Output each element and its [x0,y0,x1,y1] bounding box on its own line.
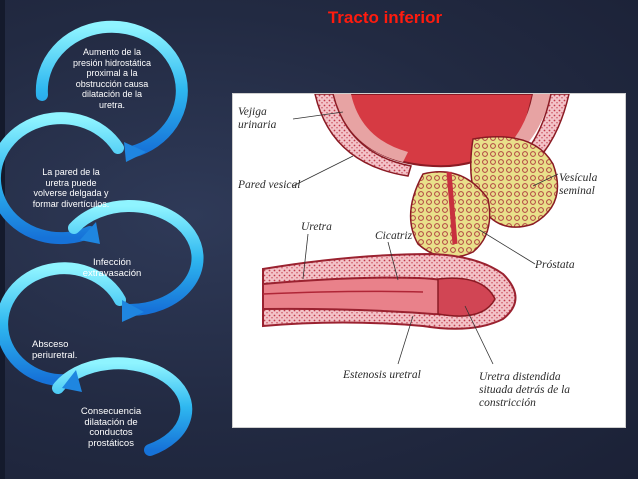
label-vejiga: Vejiga urinaria [238,106,277,131]
label-distendida: Uretra distendida situada detrás de la c… [479,371,571,409]
spiral-arrow-2 [80,222,100,244]
label-vesicula: Vesícula seminal [559,172,598,197]
spiral-step-3: Infección extravasación [82,257,142,279]
spiral-ring-4 [0,262,126,387]
anatomy-illustration [262,94,570,365]
slide-title: Tracto inferior [327,8,443,27]
label-estenosis: Estenosis uretral [343,369,421,381]
spiral-arrow-4 [62,370,82,392]
spiral-step-1: Aumento de la presión hidrostática proxi… [72,47,152,110]
label-cicatriz: Cicatriz [375,230,413,242]
spiral-arrow-3 [122,300,144,322]
left-edge-stripe [0,0,5,479]
spiral-ring-3 [68,200,204,316]
spiral-ring-1 [35,20,188,158]
spiral-step-4: Absceso periuretral. [32,339,78,361]
spiral-step-5: Consecuencia dilatación de conductos pro… [80,406,142,449]
spiral-process-graphic [0,20,204,456]
anatomy-figure: Vejiga urinaria Pared vesical Vesícula s… [232,93,626,428]
label-pared: Pared vesical [238,179,301,191]
spiral-ring-2 [0,112,124,245]
label-uretra: Uretra [301,221,332,233]
spiral-ring-5 [52,357,193,456]
label-prostata: Próstata [535,259,575,271]
spiral-step-2: La pared de la uretra puede volverse del… [32,167,110,209]
spiral-arrow-1 [124,142,146,162]
